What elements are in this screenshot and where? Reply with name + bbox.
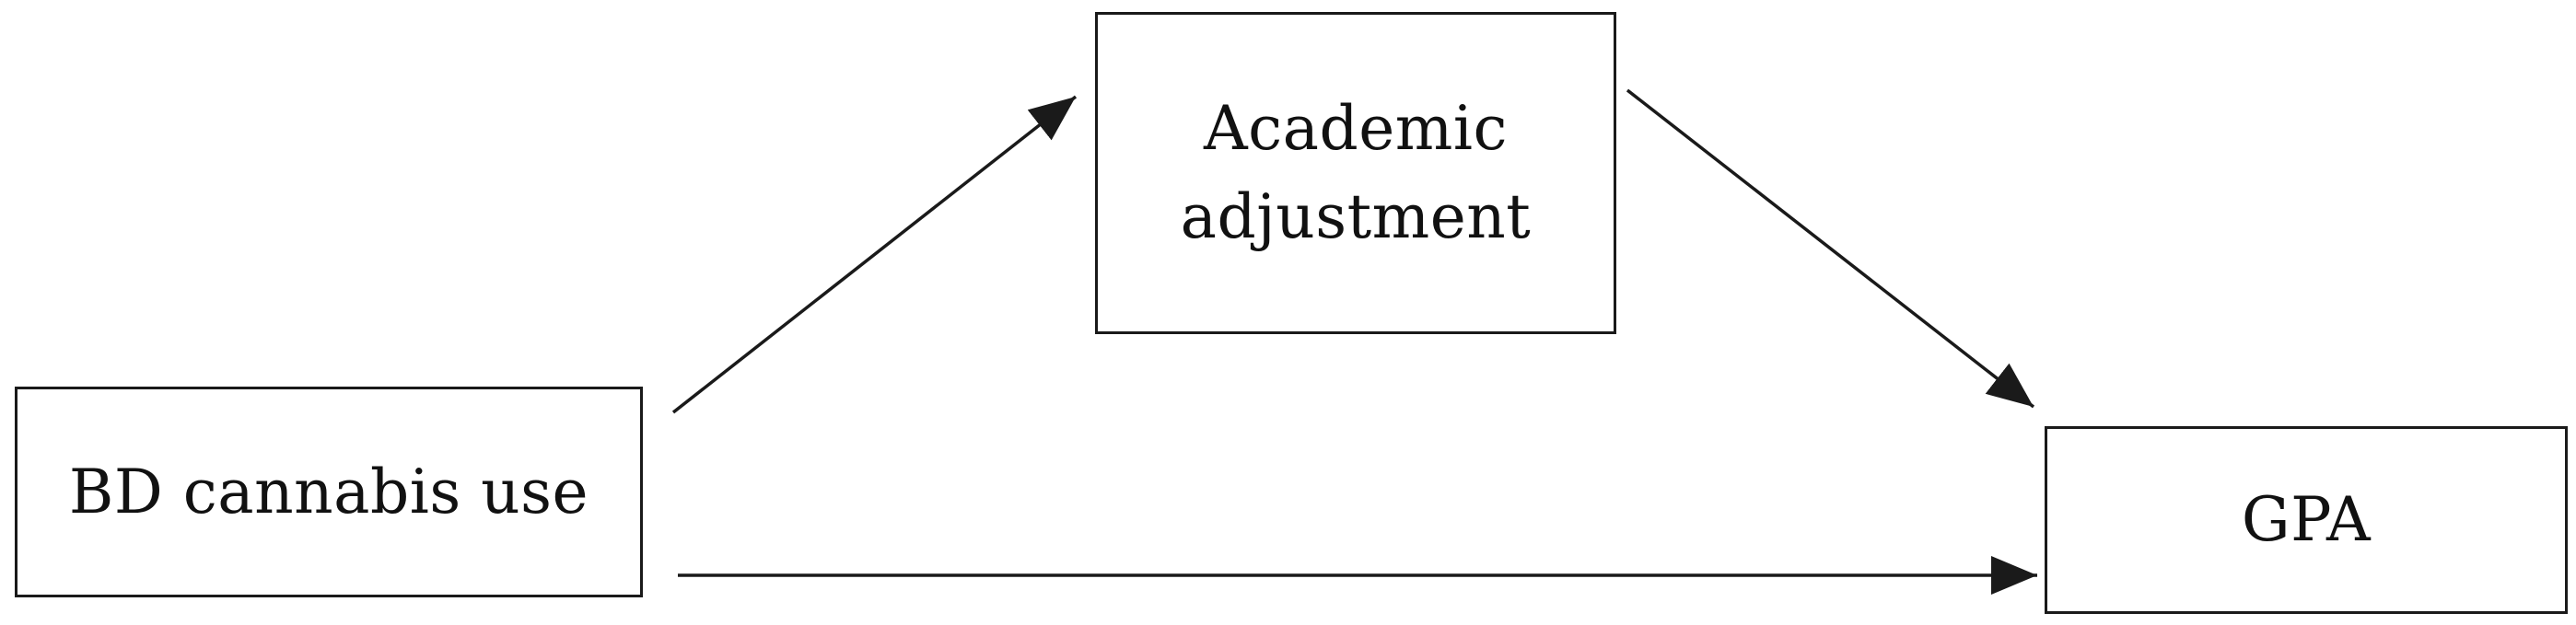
- mediator-node: Academic adjustment: [1095, 12, 1616, 334]
- arrow-predictor-to-mediator: [671, 95, 1078, 414]
- outcome-label: GPA: [2241, 484, 2372, 556]
- mediator-label-line1: Academic: [1204, 93, 1508, 165]
- predictor-node: BD cannabis use: [15, 387, 643, 597]
- mediator-label-line2: adjustment: [1180, 181, 1532, 252]
- arrow-mediator-to-outcome: [1626, 88, 2035, 409]
- predictor-label: BD cannabis use: [68, 456, 589, 527]
- outcome-node: GPA: [2045, 426, 2568, 614]
